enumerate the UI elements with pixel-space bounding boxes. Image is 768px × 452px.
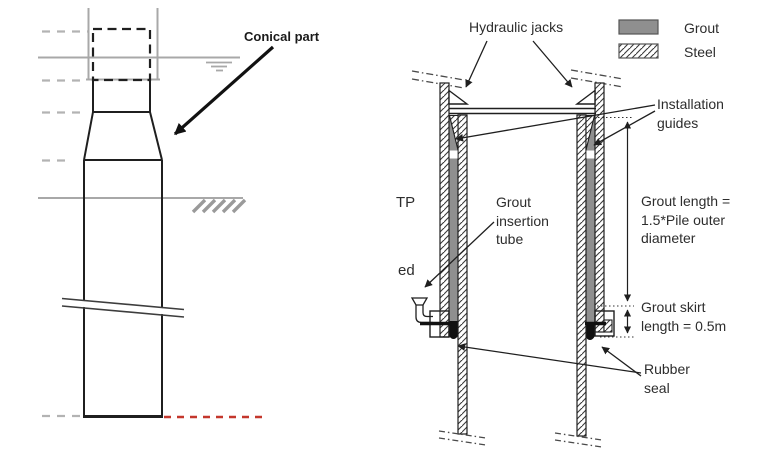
legend-grout-label: Grout [684, 20, 720, 36]
right-jack-bracket [574, 89, 596, 105]
grout-tube-arrow-icon [424, 221, 495, 288]
right-rubber-seal [584, 323, 596, 340]
hydraulic-jack-left-arrow-icon [465, 40, 488, 88]
conical-part-label: Conical part [244, 29, 320, 44]
rubber-seal-left-arrow-icon [457, 343, 642, 374]
legend-steel-swatch [618, 43, 659, 59]
left-jack-bracket [448, 89, 470, 105]
pile-left-wall [457, 114, 468, 435]
level-dash-marks [42, 30, 88, 418]
conical-part-arrow-icon [173, 45, 275, 136]
installation-guides-label: Installation guides [657, 96, 724, 131]
pile-bottom-break-marks [438, 430, 603, 448]
legend-grout-swatch [618, 19, 659, 35]
hydraulic-jacks-label: Hydraulic jacks [469, 19, 564, 35]
grout-insertion-tube-label: Grout insertion tube [496, 194, 549, 247]
top-plate [449, 107, 596, 115]
grouted-connection-diagram [410, 19, 659, 448]
right-skirt-block [603, 319, 613, 333]
tp-dashed-box [91, 27, 152, 82]
grout-length-label: Grout length = 1.5*Pile outer diameter [641, 193, 731, 246]
monopile-diagram [38, 8, 275, 419]
pile-break-mask [62, 299, 184, 316]
tp-continuation-marks [411, 69, 624, 89]
leader-arrows [424, 40, 656, 377]
grout-insertion-tube-shape [410, 297, 433, 324]
tp-right-wall [594, 82, 605, 333]
left-rubber-seal [448, 321, 459, 339]
tp-left-wall [439, 82, 450, 338]
tp-gray-outline [86, 8, 160, 81]
tp-label: TP [396, 194, 416, 211]
installation-guide-left-arrow-icon [455, 104, 656, 142]
seabed-hatch-icon [191, 198, 247, 214]
hydraulic-jack-right-arrow-icon [532, 40, 573, 88]
left-grout-annulus [449, 115, 458, 327]
pile-outline [83, 80, 163, 416]
water-level-icon [206, 61, 232, 72]
pile-break-lines [61, 297, 185, 318]
grout-skirt-label: Grout skirt length = 0.5m [641, 299, 727, 334]
rubber-seal-label: Rubber seal [644, 361, 690, 396]
rubber-seal-right-arrow-icon [601, 346, 642, 377]
ed-label: ed [398, 262, 415, 279]
legend-steel-label: Steel [684, 44, 716, 60]
right-grout-annulus [586, 115, 595, 327]
dotted-extension-lines [597, 117, 634, 338]
pile-right-wall [576, 114, 587, 437]
